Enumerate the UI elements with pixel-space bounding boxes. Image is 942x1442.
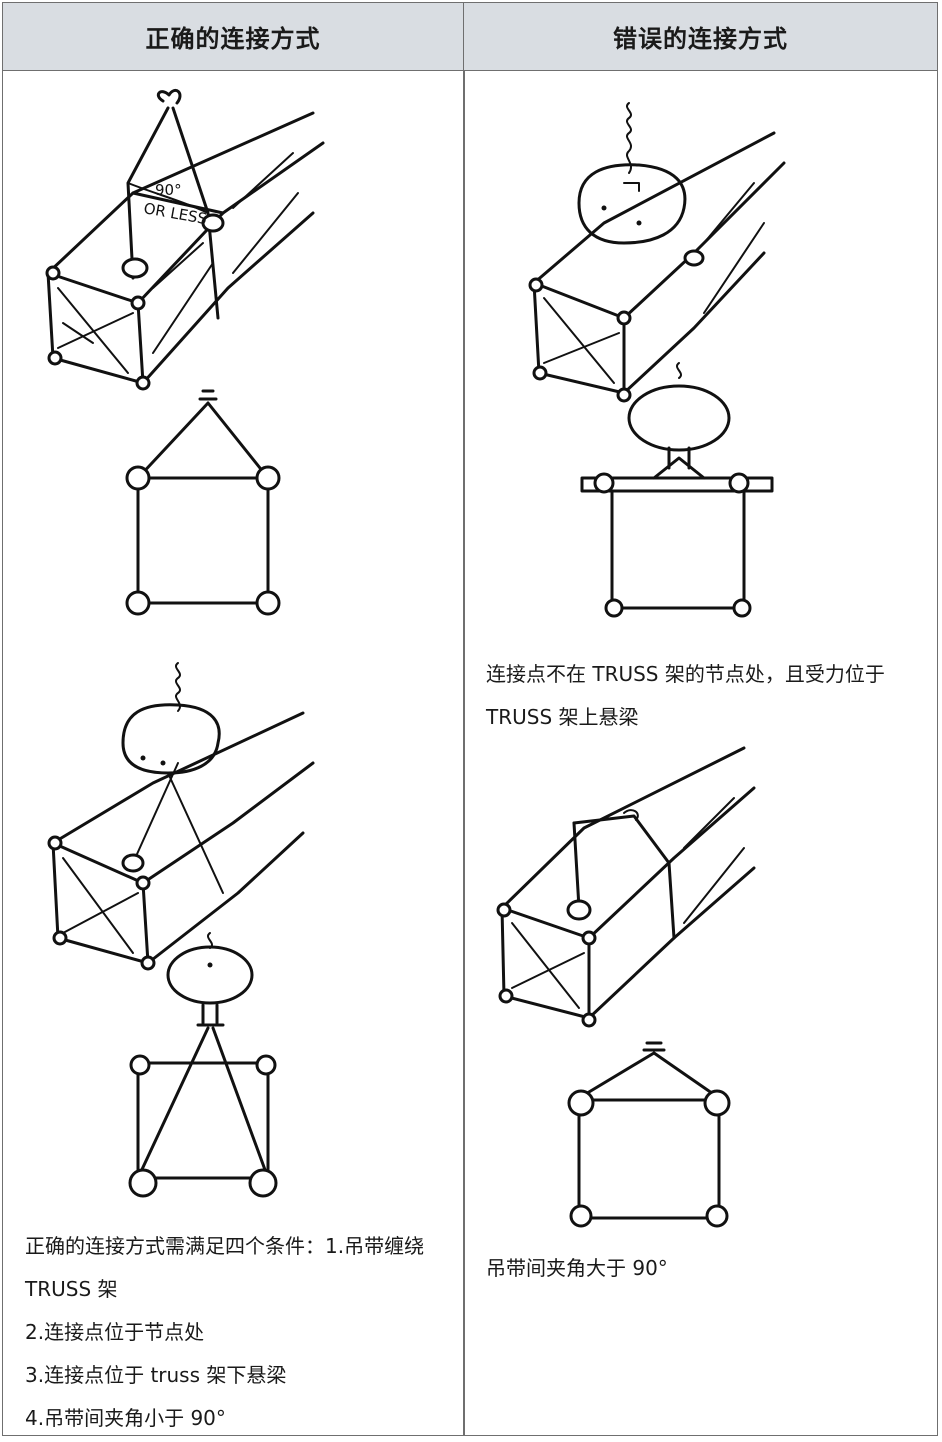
hoist-chain <box>121 662 221 775</box>
correct-caption: 正确的连接方式需满足四个条件：1.吊带缠绕 TRUSS 架 2.连接点位于节点处… <box>25 1225 455 1440</box>
wrong-caption-1-line-1: 连接点不在 TRUSS 架的节点处，且受力位于 <box>486 662 885 686</box>
wide-sling <box>566 809 676 940</box>
wrong-illustration-1 <box>528 102 786 618</box>
correct-caption-line-1: 正确的连接方式需满足四个条件：1.吊带缠绕 <box>25 1234 425 1258</box>
hoist-on-top-chord <box>577 102 687 245</box>
correct-caption-line-3: 2.连接点位于节点处 <box>25 1320 205 1344</box>
wrong-illustration-2 <box>496 746 756 1228</box>
header-wrong: 错误的连接方式 <box>464 3 937 71</box>
sling-basket <box>121 89 225 320</box>
hoist-cross-section-wrong <box>580 362 774 618</box>
correct-illustration-2 <box>47 662 315 1198</box>
wrong-caption-2: 吊带间夹角大于 90° <box>486 1247 931 1290</box>
wrong-caption-1-line-2: TRUSS 架上悬梁 <box>486 705 639 729</box>
hoist-cross-section <box>128 932 278 1198</box>
correct-caption-line-4: 3.连接点位于 truss 架下悬梁 <box>25 1363 287 1387</box>
wrong-caption-2-line-1: 吊带间夹角大于 90° <box>486 1256 668 1280</box>
truss-perspective-wrong-2 <box>496 746 756 1028</box>
wide-sling-cross-section <box>567 1041 731 1228</box>
or-less-label: OR LESS <box>142 199 208 228</box>
truss-perspective-wrong <box>528 131 786 403</box>
wrong-caption-1: 连接点不在 TRUSS 架的节点处，且受力位于 TRUSS 架上悬梁 <box>486 653 931 739</box>
column-divider <box>463 3 465 1435</box>
correct-caption-line-5: 4.吊带间夹角小于 90° <box>25 1406 226 1430</box>
correct-illustration-1: 90° OR LESS <box>45 89 325 616</box>
truss-cross-section <box>125 389 281 616</box>
truss-perspective-2 <box>47 711 315 971</box>
truss-perspective <box>45 111 325 391</box>
correct-caption-line-2: TRUSS 架 <box>25 1277 118 1301</box>
angle-label: 90° <box>155 181 182 199</box>
header-correct: 正确的连接方式 <box>3 3 463 71</box>
